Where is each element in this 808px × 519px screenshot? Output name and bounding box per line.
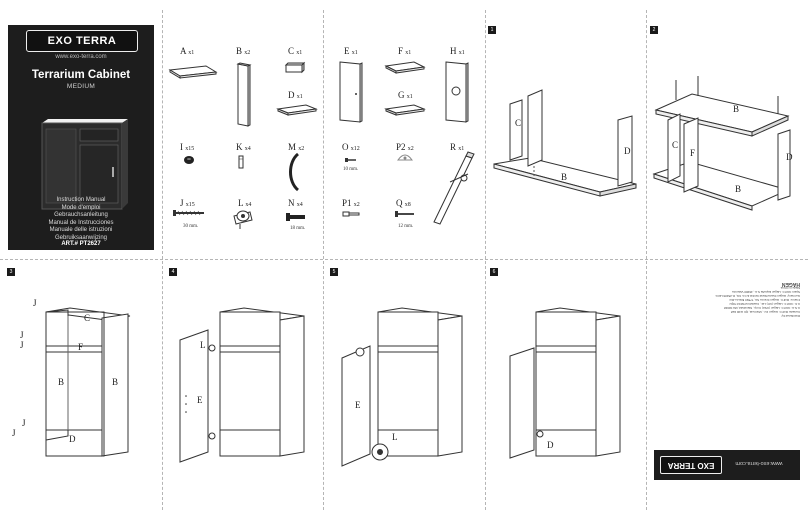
fold-line xyxy=(485,10,486,510)
step-number-5: 5 xyxy=(330,268,338,276)
screw-j-size: 30 mm. xyxy=(183,224,199,229)
panel-e-drawing xyxy=(339,61,363,123)
step-number-2: 2 xyxy=(650,26,658,34)
part-label-a: A x1 xyxy=(180,46,195,56)
cover-panel: EXO TERRA www.exo-terra.com Terrarium Ca… xyxy=(8,25,154,250)
panel-b-drawing xyxy=(236,62,252,127)
step-5-label-e: E xyxy=(355,400,361,410)
step-number-6: 6 xyxy=(490,268,498,276)
step-2-label-c: C xyxy=(672,140,679,150)
hinge-plate-icon xyxy=(397,154,413,161)
part-label-k: K x4 xyxy=(236,142,251,152)
step-2-label-b-bottom: B xyxy=(735,184,742,194)
step-3-label-j3: J xyxy=(20,340,24,350)
step-3-label-f: F xyxy=(78,342,84,352)
step-3-diagram xyxy=(45,307,131,457)
allen-key-icon xyxy=(433,151,475,225)
part-label-r: R x1 xyxy=(450,142,465,152)
step-3-label-j4: J xyxy=(22,418,26,428)
part-label-h: H x1 xyxy=(450,46,465,56)
step-3-label-b-right: B xyxy=(112,377,119,387)
panel-d-drawing xyxy=(276,104,318,116)
cam-lock-icon xyxy=(184,156,194,164)
distributor-info: Distributed by: Canada: Rolf C. Hagen In… xyxy=(654,268,800,318)
fold-line xyxy=(0,259,808,260)
step-2-label-d: D xyxy=(786,152,793,162)
fold-line xyxy=(646,10,647,510)
step-3-label-j1: J xyxy=(33,298,37,308)
product-size: MEDIUM xyxy=(66,83,96,90)
small-screw-icon xyxy=(345,158,356,162)
part-label-c: C x1 xyxy=(288,46,303,56)
part-label-d: D x1 xyxy=(288,90,303,100)
part-label-q: Q x8 xyxy=(396,198,411,208)
short-screw-icon xyxy=(395,211,414,217)
website-url: www.exo-terra.com xyxy=(735,460,783,466)
cabinet-photo xyxy=(41,119,128,210)
step-4-label-l: L xyxy=(200,340,206,350)
step-6-diagram xyxy=(509,307,621,459)
step-3-label-d: D xyxy=(69,434,76,444)
step-number-4: 4 xyxy=(169,268,177,276)
bolt-icon xyxy=(286,213,305,221)
step-number-1: 1 xyxy=(488,26,496,34)
part-label-f: F x1 xyxy=(398,46,412,56)
step-number-3: 3 xyxy=(7,268,15,276)
step-4-label-e: E xyxy=(197,395,203,405)
step-3-label-j5: J xyxy=(12,428,16,438)
screw-o-size: 10 mm. xyxy=(343,167,359,172)
panel-c-drawing xyxy=(284,61,306,74)
part-label-l: L x4 xyxy=(238,198,252,208)
panel-h-drawing xyxy=(445,61,469,123)
step-1-label-c: C xyxy=(515,118,522,128)
panel-g-drawing xyxy=(384,104,426,116)
part-label-j: J x15 xyxy=(180,198,195,208)
manual-languages: Instruction Manual Mode d'emploi Gebrauc… xyxy=(48,197,114,241)
part-label-i: I x15 xyxy=(180,142,195,152)
part-label-p2: P2 x2 xyxy=(396,142,414,152)
screw-q-size: 12 mm. xyxy=(398,224,414,229)
hagen-logo: HAGEN xyxy=(781,281,800,287)
part-label-p1: P1 x2 xyxy=(342,198,360,208)
screw-icon xyxy=(173,210,204,216)
part-label-o: O x12 xyxy=(342,142,360,152)
step-2-label-f: F xyxy=(690,148,696,158)
step-3-label-b-left: B xyxy=(58,377,65,387)
part-label-n: N x4 xyxy=(288,198,303,208)
step-6-label-d: D xyxy=(547,440,554,450)
step-1-diagram xyxy=(493,89,637,197)
part-label-m: M x2 xyxy=(288,142,305,152)
fold-line xyxy=(323,10,324,510)
bolt-n-size: 18 mm. xyxy=(290,226,306,231)
handle-icon xyxy=(289,152,300,192)
brand-logo: EXO TERRA xyxy=(26,30,138,52)
step-2-label-b-top: B xyxy=(733,104,740,114)
shelf-pin-icon xyxy=(342,211,360,217)
product-title: Terrarium Cabinet xyxy=(31,69,131,81)
website-url: www.exo-terra.com xyxy=(55,54,107,60)
part-label-g: G x1 xyxy=(398,90,413,100)
fold-line xyxy=(162,10,163,510)
dowel-icon xyxy=(238,155,244,169)
brand-logo: EXO TERRA xyxy=(660,456,722,474)
step-5-diagram xyxy=(341,307,463,467)
step-4-diagram xyxy=(179,307,305,463)
step-3-label-c: C xyxy=(84,313,91,323)
step-2-diagram xyxy=(652,76,791,211)
back-cover-panel: EXO TERRA www.exo-terra.com xyxy=(654,450,800,480)
part-label-b: B x2 xyxy=(236,46,251,56)
hinge-icon xyxy=(233,210,253,229)
step-3-label-j2: J xyxy=(20,330,24,340)
part-label-e: E x1 xyxy=(344,46,358,56)
article-number: ART.# PT2627 xyxy=(61,241,101,247)
step-1-label-d: D xyxy=(624,146,631,156)
panel-f-drawing xyxy=(384,61,426,74)
step-1-label-b: B xyxy=(561,172,568,182)
panel-a-drawing xyxy=(168,65,218,79)
step-5-label-l: L xyxy=(392,432,398,442)
